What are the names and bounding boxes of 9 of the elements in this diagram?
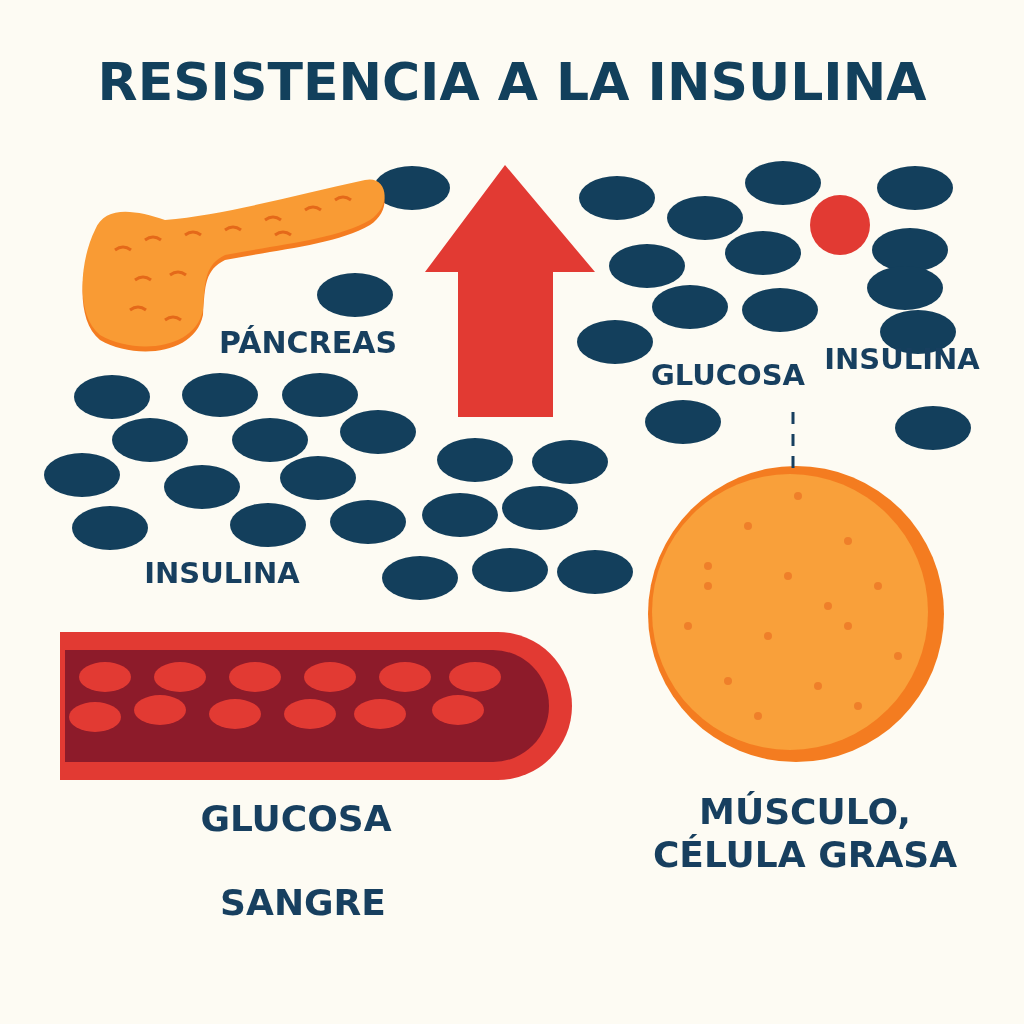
molecule-label: GLUCOSA: [650, 358, 806, 392]
title: RESISTENCIA A LA INSULINA: [97, 52, 927, 112]
node-caption: SANGRE: [220, 882, 386, 923]
molecule-label: INSULINA: [824, 342, 980, 376]
node-caption: MÚSCULO, CÉLULA GRASA: [651, 790, 959, 877]
molecule-label: INSULINA: [144, 556, 300, 590]
dashed-line: [791, 412, 795, 469]
node-caption: PÁNCREAS: [219, 325, 397, 360]
node-caption: GLUCOSA: [200, 798, 392, 839]
